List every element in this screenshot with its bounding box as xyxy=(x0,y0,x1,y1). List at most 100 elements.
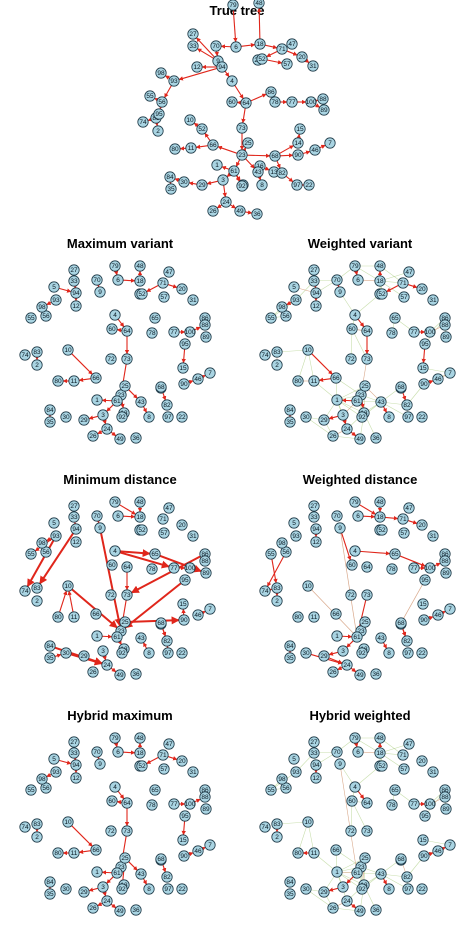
node-circle xyxy=(52,375,64,387)
tree-node: 18 xyxy=(254,38,266,50)
node-label: 12 xyxy=(312,539,320,546)
node-circle xyxy=(62,816,74,828)
tree-node: 98 xyxy=(276,773,288,785)
tree-node: 20 xyxy=(416,519,428,531)
node-label: 23 xyxy=(117,392,125,399)
node-circle xyxy=(169,143,181,155)
tree-node: 24 xyxy=(341,423,353,435)
tree-node: 77 xyxy=(408,562,420,574)
tree-node: 43 xyxy=(375,396,387,408)
node-label: 4 xyxy=(113,548,117,555)
node-circle xyxy=(432,609,444,621)
node-circle xyxy=(168,75,180,87)
tree-node: 78 xyxy=(146,799,158,811)
directed-edge xyxy=(154,97,160,103)
tree-node: 15 xyxy=(417,598,429,610)
node-circle xyxy=(374,275,386,287)
node-circle xyxy=(416,755,428,767)
node-label: 11 xyxy=(71,850,78,857)
node-label: 70 xyxy=(333,277,341,284)
node-label: 55 xyxy=(267,551,275,558)
node-circle xyxy=(176,647,188,659)
tree-node: 35 xyxy=(284,416,296,428)
tree-node: 64 xyxy=(361,325,373,337)
tree-node: 10 xyxy=(184,114,196,126)
directed-edge xyxy=(319,144,326,149)
node-label: 12 xyxy=(193,64,201,71)
tree-node: 73 xyxy=(121,589,133,601)
node-circle xyxy=(36,537,48,549)
node-circle xyxy=(200,803,212,815)
directed-edge xyxy=(88,887,99,892)
node-circle xyxy=(419,338,431,350)
node-label: 77 xyxy=(410,565,418,572)
node-label: 24 xyxy=(222,199,230,206)
node-circle xyxy=(94,522,106,534)
directed-edge xyxy=(162,863,167,873)
node-circle xyxy=(31,595,43,607)
node-circle xyxy=(242,137,254,149)
node-label: 26 xyxy=(209,208,217,215)
node-circle xyxy=(109,309,121,321)
node-label: 8 xyxy=(387,886,391,893)
node-circle xyxy=(386,327,398,339)
node-circle xyxy=(309,144,321,156)
node-circle xyxy=(178,850,190,862)
node-label: 26 xyxy=(329,433,337,440)
node-label: 8 xyxy=(147,886,151,893)
node-label: 74 xyxy=(21,352,29,359)
node-label: 4 xyxy=(113,784,117,791)
tree-node: 8 xyxy=(383,411,395,423)
node-circle xyxy=(354,669,366,681)
tree-node: 15 xyxy=(417,834,429,846)
node-circle xyxy=(44,876,56,888)
node-circle xyxy=(288,753,300,765)
node-circle xyxy=(70,759,82,771)
directed-edge xyxy=(113,742,119,748)
node-label: 79 xyxy=(351,263,359,270)
node-label: 36 xyxy=(372,435,380,442)
tree-node: 11 xyxy=(68,375,80,387)
directed-edge xyxy=(117,318,125,328)
node-circle xyxy=(68,847,80,859)
directed-edge xyxy=(247,153,271,158)
tree-node: 46 xyxy=(432,845,444,857)
node-circle xyxy=(341,423,353,435)
node-circle xyxy=(303,179,315,191)
node-label: 18 xyxy=(136,278,144,285)
directed-edge xyxy=(142,406,148,413)
node-circle xyxy=(265,86,277,98)
node-circle xyxy=(162,647,174,659)
tree-node: 55 xyxy=(25,784,37,796)
tree-node: 25 xyxy=(359,616,371,628)
node-label: 29 xyxy=(198,182,206,189)
tree-node: 70 xyxy=(91,274,103,286)
tree-node: 11 xyxy=(308,847,320,859)
tree-node: 52 xyxy=(136,288,148,300)
node-label: 57 xyxy=(160,530,168,537)
directed-edge xyxy=(328,887,339,892)
node-label: 71 xyxy=(159,280,167,287)
node-circle xyxy=(356,883,368,895)
node-circle xyxy=(337,409,349,421)
node-label: 22 xyxy=(178,650,186,657)
tree-node: 97 xyxy=(162,411,174,423)
tree-node: 100 xyxy=(424,326,436,338)
node-label: 93 xyxy=(52,769,60,776)
node-circle xyxy=(349,309,361,321)
directed-edge xyxy=(97,429,103,435)
node-circle xyxy=(256,53,268,65)
node-label: 47 xyxy=(405,741,413,748)
node-label: 1 xyxy=(215,162,219,169)
tree-node: 43 xyxy=(375,868,387,880)
tree-node: 95 xyxy=(179,810,191,822)
directed-edge xyxy=(401,628,407,637)
node-label: 71 xyxy=(399,752,407,759)
directed-edge xyxy=(440,846,446,852)
tree-node: 64 xyxy=(361,797,373,809)
node-label: 92 xyxy=(358,650,366,657)
tree-node: 31 xyxy=(187,530,199,542)
tree-node: 57 xyxy=(158,527,170,539)
tree-node: 11 xyxy=(308,611,320,623)
tree-node: 2 xyxy=(152,125,164,137)
